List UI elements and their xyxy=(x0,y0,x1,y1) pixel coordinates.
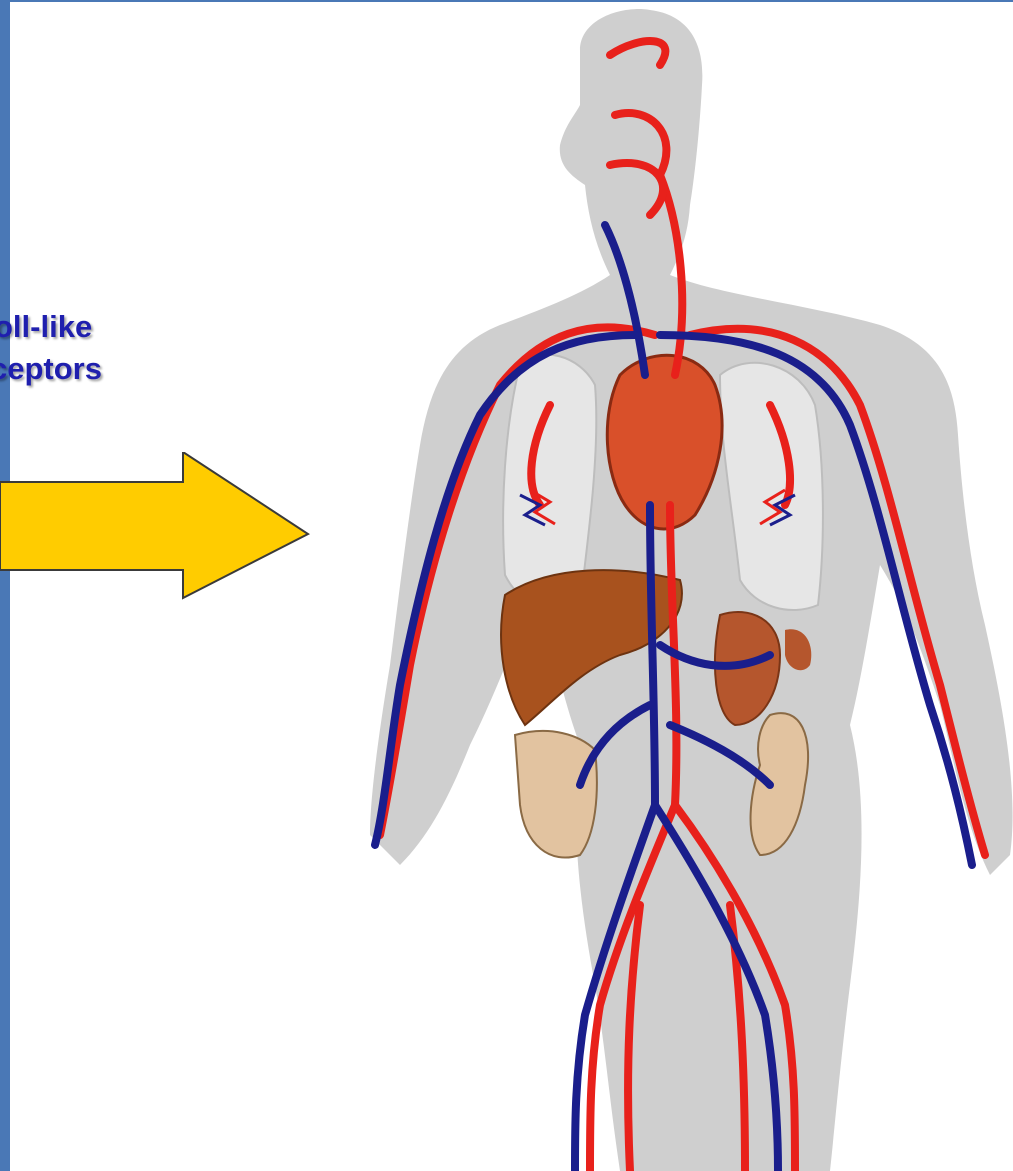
toll-like-receptors-label: oll-like ceptors xyxy=(0,306,102,390)
label-line-1: oll-like xyxy=(0,306,102,348)
label-line-2: ceptors xyxy=(0,348,102,390)
slide-top-border xyxy=(0,0,1013,2)
colon-left xyxy=(515,731,597,858)
circulatory-system-figure xyxy=(250,5,1013,1171)
